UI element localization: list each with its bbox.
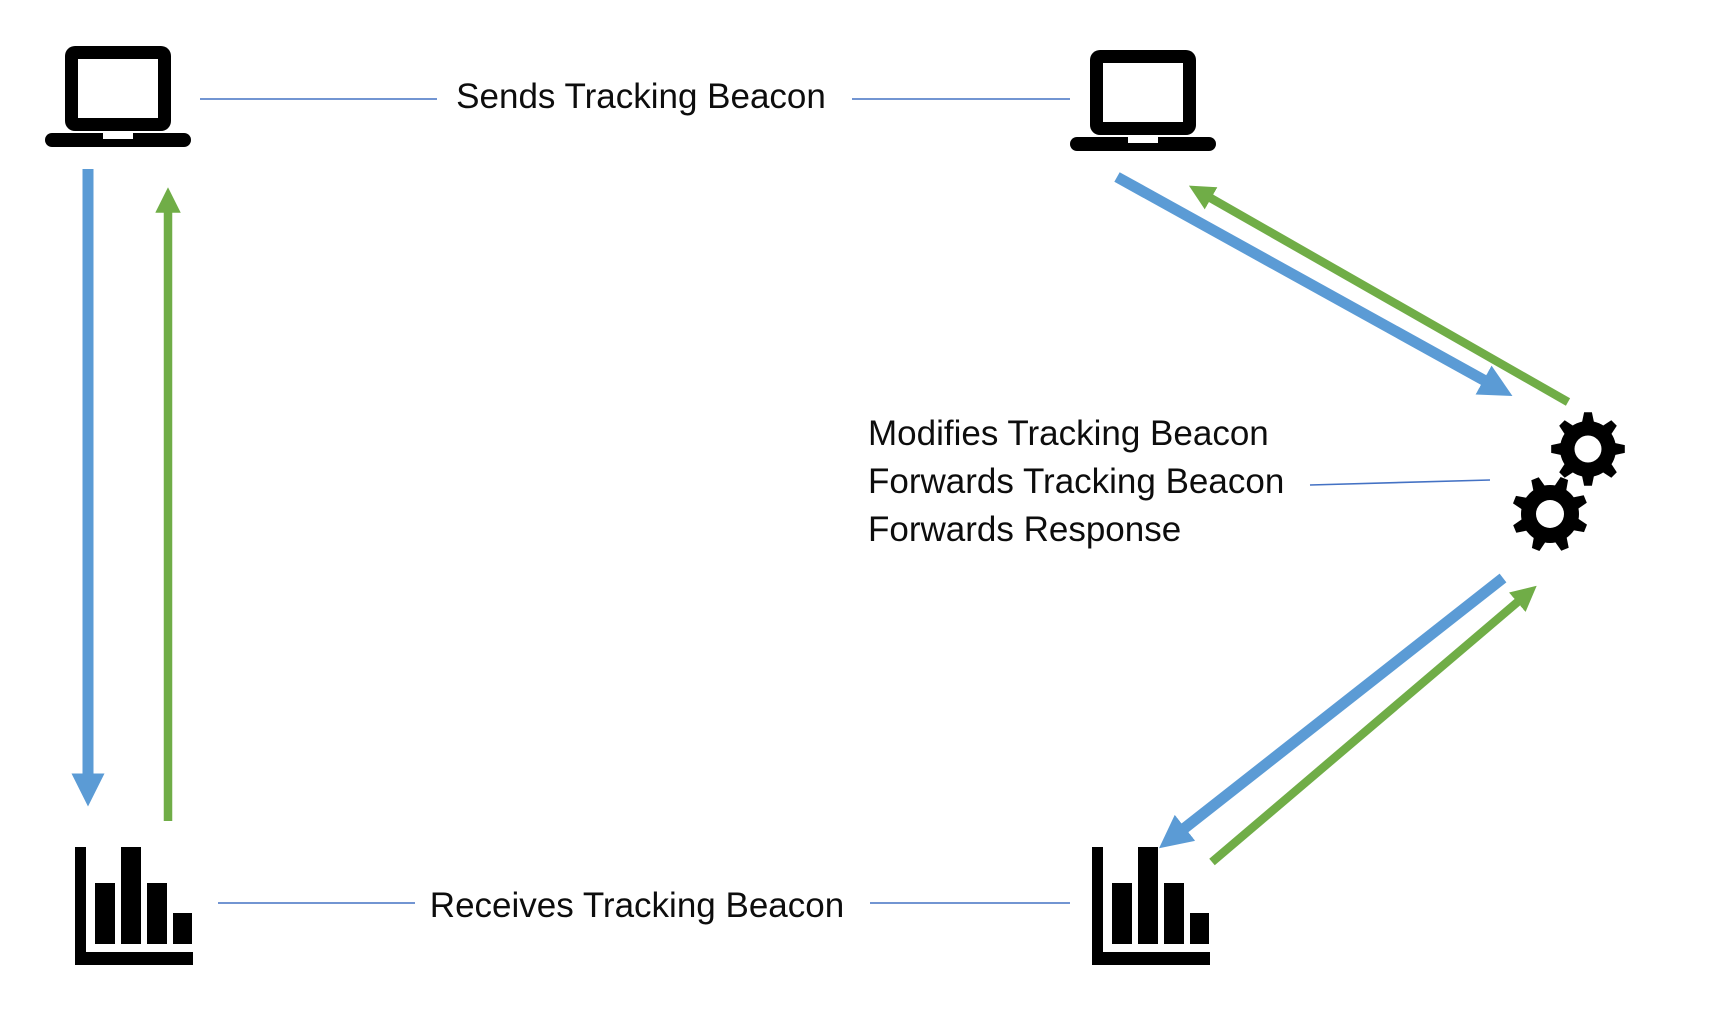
label-sends-tracking-beacon: Sends Tracking Beacon bbox=[456, 77, 826, 116]
arrow-response-from-gears-up bbox=[1188, 185, 1571, 406]
connector-line-intermediary bbox=[1309, 479, 1491, 486]
label-modifies-tracking-beacon: Modifies Tracking Beacon bbox=[868, 414, 1269, 453]
label-forwards-response: Forwards Response bbox=[868, 510, 1182, 549]
label-receives-tracking-beacon: Receives Tracking Beacon bbox=[429, 886, 845, 925]
laptop-icon-sender bbox=[45, 46, 191, 147]
bar-chart-icon-receiver-left bbox=[75, 847, 193, 965]
label-forwards-tracking-beacon: Forwards Tracking Beacon bbox=[868, 462, 1285, 501]
laptop-icon-forwarder bbox=[1070, 50, 1216, 151]
label-intermediary-actions: Modifies Tracking Beacon Forwards Tracki… bbox=[868, 410, 1284, 554]
bar-chart-icon-receiver-right bbox=[1092, 847, 1210, 965]
gear-hole bbox=[1536, 500, 1564, 528]
arrow-beacon-to-gears bbox=[1114, 172, 1513, 396]
gears-icon bbox=[1513, 412, 1625, 551]
arrow-beacon-from-gears-down bbox=[1159, 573, 1507, 849]
arrow-response-to-gears bbox=[1209, 585, 1537, 866]
gear-hole bbox=[1574, 435, 1602, 463]
